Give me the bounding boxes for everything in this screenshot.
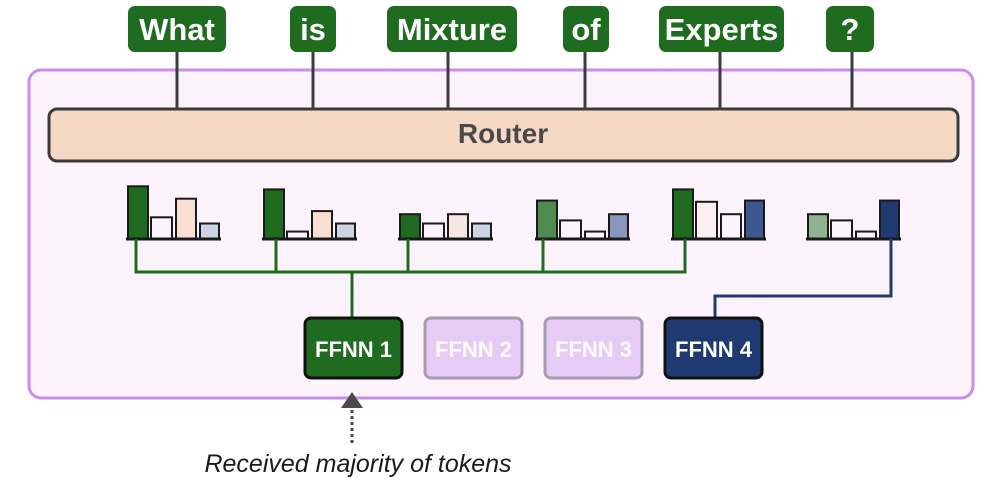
expert-label-4: FFNN 4	[675, 337, 753, 362]
routing-bar-4-3	[744, 199, 765, 240]
routing-bar-1-3	[335, 222, 356, 240]
routing-bar-0-3	[199, 222, 220, 240]
routing-bar-4-0	[672, 188, 694, 240]
expert-label-1: FFNN 1	[315, 337, 392, 362]
router-box	[47, 107, 960, 163]
token-label-5: ?	[841, 12, 860, 47]
routing-chart-0	[126, 185, 221, 241]
routing-bar-0-0	[127, 185, 149, 241]
routing-bar-0-1	[150, 216, 173, 241]
token-label-2: Mixture	[397, 12, 507, 47]
token-chip-3	[563, 6, 609, 52]
routing-bar-4-1	[695, 200, 718, 241]
routing-bar-3-1	[559, 219, 582, 240]
routing-bar-5-0	[807, 213, 829, 240]
experts: FFNN 1 FFNN 2 FFNN 3 FFNN 4	[303, 316, 764, 380]
routing-bar-2-0	[399, 213, 421, 240]
expert-label-3: FFNN 3	[555, 337, 632, 362]
routing-distributions	[126, 185, 901, 241]
token-connector-lines	[175, 50, 854, 109]
routing-lines-ffnn1	[134, 239, 687, 318]
expert-label-2: FFNN 2	[435, 337, 512, 362]
token-label-1: is	[300, 12, 326, 47]
routing-bar-0-2	[175, 197, 197, 240]
caption-text: Received majority of tokens	[204, 450, 511, 478]
token-chip-2	[387, 6, 517, 52]
routing-bar-2-3	[471, 222, 492, 240]
token-label-4: Experts	[665, 12, 779, 47]
expert-box-2	[423, 316, 524, 380]
routing-bar-2-1	[422, 222, 445, 240]
routing-bar-2-2	[447, 213, 469, 240]
token-chip-4	[659, 6, 784, 52]
routing-bar-1-2	[311, 210, 333, 241]
routing-bar-5-1	[830, 219, 853, 240]
token-label-0: What	[139, 12, 215, 47]
routing-bar-3-3	[608, 213, 629, 240]
routing-bar-1-0	[263, 188, 285, 240]
routing-chart-3	[535, 199, 630, 241]
routing-chart-4	[671, 188, 766, 241]
expert-box-4	[663, 316, 764, 380]
router-label: Router	[458, 118, 548, 149]
expert-box-1	[303, 316, 404, 380]
expert-box-3	[543, 316, 644, 380]
routing-chart-1	[262, 188, 357, 241]
token-chip-5	[826, 6, 874, 52]
routing-line-ffnn4	[713, 239, 893, 318]
token-label-3: of	[571, 12, 601, 47]
routing-bar-5-3	[879, 199, 900, 240]
input-tokens: What is Mixture of Experts?	[128, 6, 874, 52]
routing-bar-3-0	[536, 199, 558, 240]
routing-chart-2	[398, 213, 493, 241]
token-chip-0	[128, 6, 226, 52]
caption-arrowhead	[341, 392, 363, 408]
token-chip-1	[290, 6, 336, 52]
routing-bar-4-2	[720, 213, 742, 240]
